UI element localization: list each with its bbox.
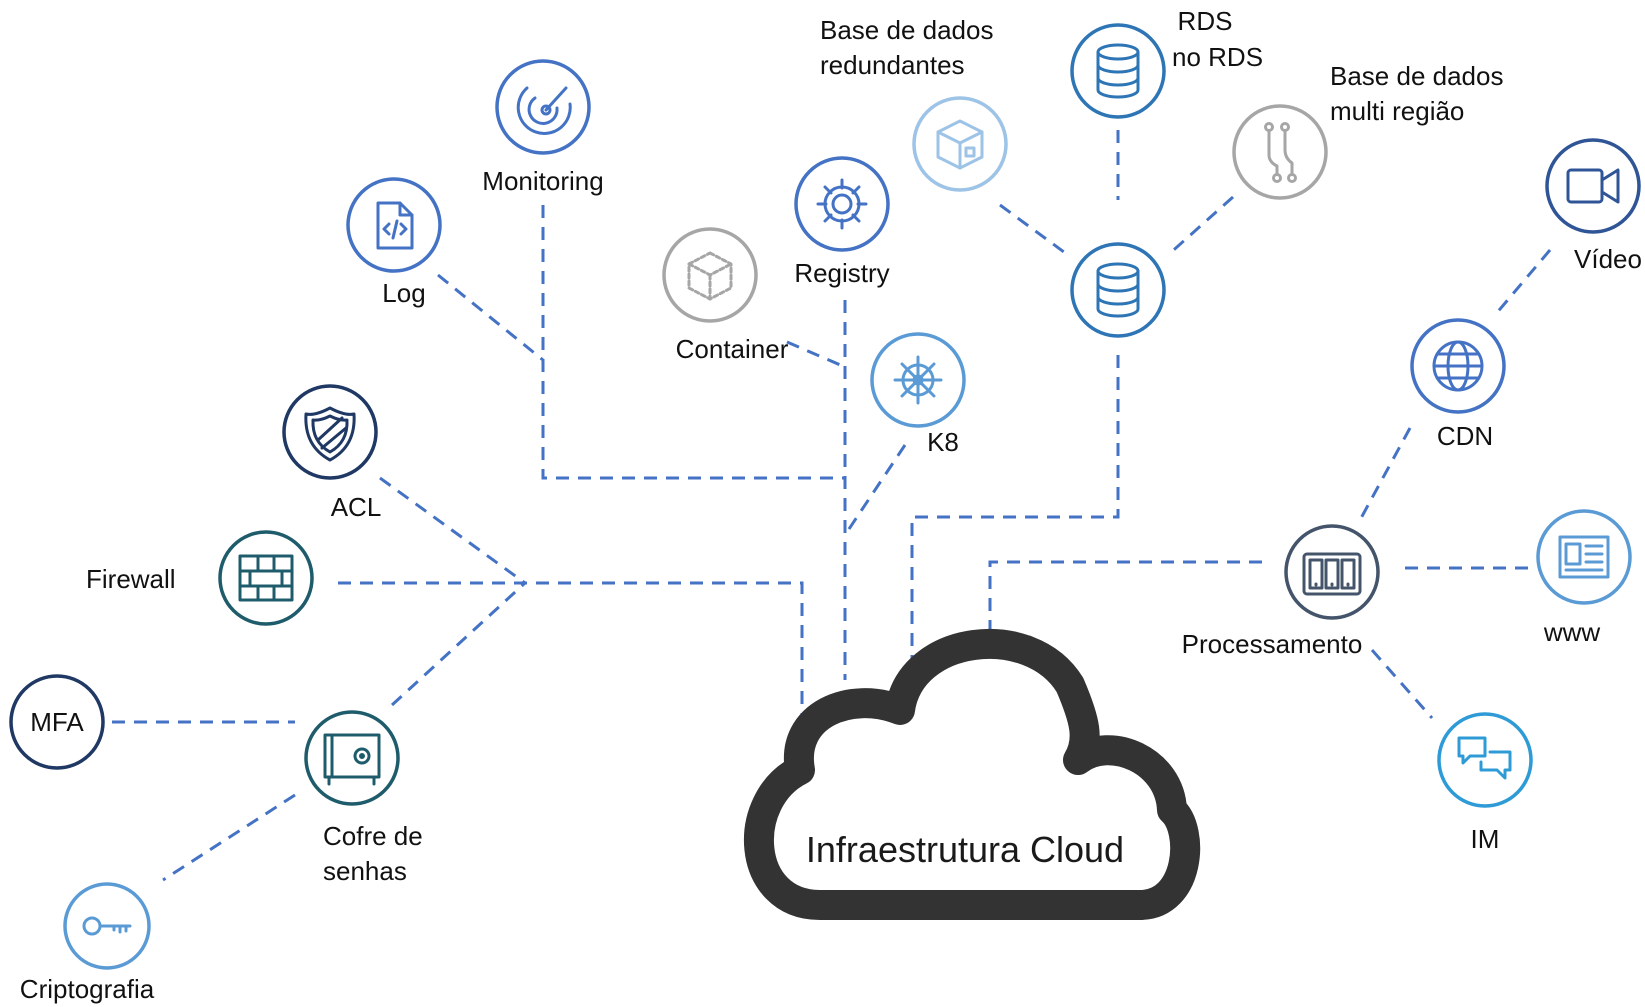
connector-vault-up (390, 581, 527, 707)
globe-icon (1432, 340, 1484, 392)
connector-video (1493, 249, 1552, 316)
crypto-label: Criptografia (20, 974, 155, 1004)
rds-label-line1: RDS (1178, 6, 1233, 36)
cloud-shape (744, 629, 1201, 920)
node-k8[interactable]: K8 (870, 332, 966, 457)
connector-log (437, 273, 544, 362)
mfa-label: MFA (30, 707, 84, 737)
node-database-main[interactable] (1070, 242, 1166, 338)
rds-label-line2: no RDS (1172, 42, 1263, 72)
helm-wheel-icon (893, 355, 943, 405)
im-label: IM (1471, 824, 1500, 854)
cdn-label: CDN (1437, 421, 1493, 451)
node-redundant-db[interactable]: Base de dados redundantes (820, 15, 1008, 192)
server-rack-icon (1302, 552, 1362, 596)
video-camera-icon (1566, 168, 1620, 204)
node-rds[interactable]: RDS no RDS (1070, 6, 1263, 119)
chat-bubbles-icon (1457, 736, 1512, 780)
node-video[interactable]: Vídeo (1545, 138, 1642, 274)
connectors (112, 130, 1552, 882)
vault-label-line1: Cofre de (323, 821, 423, 851)
cloud: Infraestrutura Cloud (744, 629, 1201, 920)
connector-redundant-db (999, 203, 1069, 257)
www-label: www (1543, 617, 1601, 647)
connector-container (786, 340, 846, 369)
cloud-label: Infraestrutura Cloud (806, 829, 1124, 870)
firewall-label: Firewall (86, 564, 176, 594)
redundant-db-label-line2: redundantes (820, 50, 965, 80)
log-label: Log (382, 278, 425, 308)
newspaper-icon (1558, 535, 1610, 579)
connector-crypto (162, 793, 296, 882)
safe-icon (323, 733, 381, 786)
connector-cdn (1358, 427, 1412, 521)
node-firewall[interactable]: Firewall (86, 530, 314, 626)
node-im[interactable]: IM (1437, 712, 1533, 854)
shield-icon (304, 406, 356, 462)
node-acl[interactable]: ACL (282, 384, 382, 522)
node-cdn[interactable]: CDN (1410, 318, 1506, 451)
redundant-db-label-line1: Base de dados (820, 15, 993, 45)
connector-processing (988, 560, 1262, 640)
connector-monitoring (541, 205, 845, 480)
box-icon (936, 119, 984, 170)
connector-im (1370, 649, 1434, 719)
connector-multi-region (1167, 195, 1234, 257)
multi-region-label-line2: multi região (1330, 96, 1464, 126)
connector-acl (379, 476, 526, 585)
node-multi-region[interactable]: Base de dados multi região (1232, 61, 1503, 200)
container-label: Container (676, 334, 789, 364)
cube-outline-icon (687, 251, 733, 301)
key-icon (82, 916, 132, 936)
node-www[interactable]: www (1536, 509, 1632, 647)
database-icon (1096, 43, 1140, 99)
branch-icon (1264, 122, 1297, 183)
node-log[interactable]: Log (346, 177, 442, 308)
video-label: Vídeo (1574, 244, 1642, 274)
vault-label-line2: senhas (323, 856, 407, 886)
connector-database (910, 355, 1120, 668)
radar-icon (516, 86, 572, 135)
database-icon (1096, 262, 1140, 318)
node-mfa[interactable]: MFA (9, 674, 105, 770)
processing-label: Processamento (1182, 629, 1363, 659)
node-crypto[interactable]: Criptografia (20, 882, 155, 1004)
multi-region-label-line1: Base de dados (1330, 61, 1503, 91)
gear-icon (816, 178, 868, 230)
node-processing[interactable]: Processamento (1182, 524, 1380, 659)
acl-label: ACL (331, 492, 382, 522)
registry-label: Registry (794, 258, 889, 288)
k8-label: K8 (927, 427, 959, 457)
node-registry[interactable]: Registry (794, 156, 890, 288)
monitoring-label: Monitoring (482, 166, 603, 196)
code-file-icon (376, 201, 414, 250)
connector-firewall (338, 581, 804, 718)
connector-k8 (843, 444, 907, 536)
node-monitoring[interactable]: Monitoring (482, 59, 604, 196)
brick-wall-icon (238, 554, 294, 602)
node-container[interactable]: Container (662, 227, 789, 364)
node-vault[interactable]: Cofre de senhas (304, 710, 423, 886)
